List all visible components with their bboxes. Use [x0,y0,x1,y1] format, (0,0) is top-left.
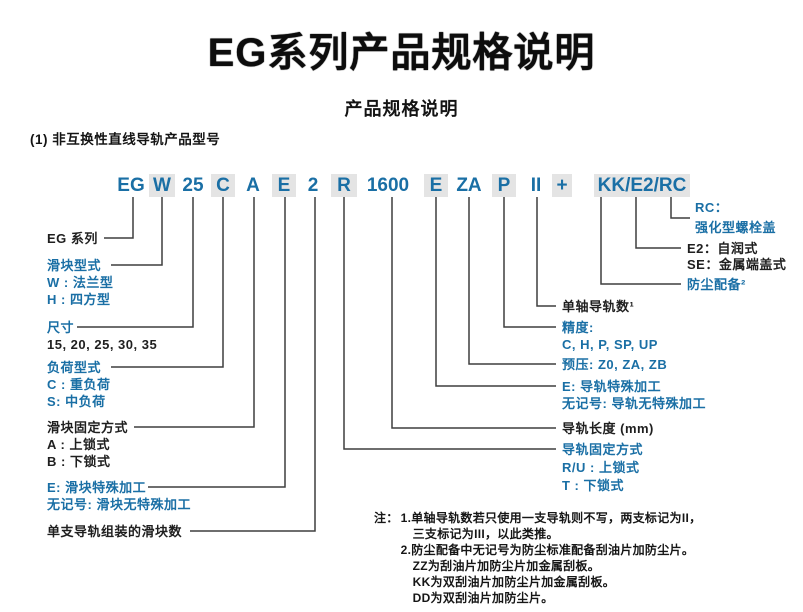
connector-rc [670,197,690,219]
label-size-title: 尺寸 [47,320,75,335]
label-e2: E2：自润式 [687,240,758,257]
connector-preload [468,197,556,365]
connector-series [104,197,134,239]
label-rail-machining-none: 无记号: 导轨无特殊加工 [562,396,706,411]
connector-block-machining [148,197,286,488]
label-block-fixing-a: A : 上锁式 [47,437,110,452]
label-precision: 精度: C, H, P, SP, UP [562,319,658,353]
label-rc-desc: 强化型螺栓盖 [695,220,777,235]
label-block-type-title: 滑块型式 [47,258,102,273]
model-segment-rail-length: 1600 [366,175,410,196]
model-segment-block-type: W [149,174,175,197]
label-block-fixing-b: B : 下锁式 [47,454,111,469]
label-dust-proof: 防尘配备² [687,276,746,293]
label-rail-machining: E: 导轨特殊加工 无记号: 导轨无特殊加工 [562,378,706,412]
model-segment-rail-fixing: R [331,174,357,197]
label-rail-fixing: 导轨固定方式 R/U : 上锁式 T : 下锁式 [562,441,643,495]
label-block-machining-none: 无记号: 滑块无特殊加工 [47,497,191,512]
model-segment-block-fixing: A [246,175,260,196]
label-rail-length-text: 导轨长度 (mm) [562,421,654,436]
label-rail-fixing-t: T : 下锁式 [562,478,624,493]
label-block-machining: E: 滑块特殊加工 无记号: 滑块无特殊加工 [47,479,191,513]
label-rails-per-axis-text: 单轴导轨数¹ [562,299,635,314]
connector-e2 [635,197,681,249]
subtitle: 产品规格说明 [344,99,459,119]
label-preload: 预压: Z0, ZA, ZB [562,356,667,373]
label-rail-fixing-ru: R/U : 上锁式 [562,460,640,475]
model-segment-rail-machining: E [424,174,448,197]
footnotes-label: 注： [374,511,399,525]
footnotes-lines: 1.单轴导轨数若只使用一支导轨则不写，两支标记为II， 三支标记为III，以此类… [401,510,702,606]
label-size: 尺寸 15, 20, 25, 30, 35 [47,319,157,353]
connector-block-fixing [134,197,255,428]
page-title: EG系列产品规格说明 [207,31,596,75]
model-segment-preload: ZA [456,175,482,196]
label-rail-length: 导轨长度 (mm) [562,420,654,437]
label-block-type: 滑块型式 W : 法兰型 H : 四方型 [47,257,113,308]
label-blocks-per-rail-text: 单支导轨组装的滑块数 [47,524,183,539]
footnote-line: KK为双刮油片加防尘片加金属刮板。 [412,575,616,589]
footnote-line: ZZ为刮油片加防尘片加金属刮板。 [412,559,601,573]
connector-dust-proof [600,197,681,285]
label-block-type-h: H : 四方型 [47,292,111,307]
label-load-type: 负荷型式 C : 重负荷 S: 中负荷 [47,359,110,410]
connector-precision [503,197,556,328]
connector-rail-length [391,197,556,429]
label-se-text: SE：金属端盖式 [687,257,787,272]
label-block-fixing: 滑块固定方式 A : 上锁式 B : 下锁式 [47,419,128,470]
model-segment-load-type: C [211,174,235,197]
footnote-line: 1.单轴导轨数若只使用一支导轨则不写，两支标记为II， [400,511,702,525]
label-rc: RC： 强化型螺栓盖 [695,198,776,238]
model-segment-plus: + [552,174,572,197]
label-series: EG 系列 [47,230,98,247]
footnote-line: DD为双刮油片加防尘片。 [412,591,554,605]
section-heading: (1) 非互换性直线导轨产品型号 [30,132,221,147]
connector-rail-count [536,197,556,307]
label-block-machining-e: E: 滑块特殊加工 [47,480,147,495]
label-preload-text: 预压: Z0, ZA, ZB [562,357,668,372]
connector-rail-fixing [343,197,556,450]
label-rails-per-axis: 单轴导轨数¹ [562,298,634,315]
model-segment-block-count: 2 [307,175,319,196]
connector-block-type [111,197,163,266]
label-precision-values: C, H, P, SP, UP [562,337,658,352]
model-segment-options: KK/E2/RC [594,174,690,197]
label-load-type-title: 负荷型式 [47,360,102,375]
connector-rail-machining [435,197,556,387]
connector-block-count [190,197,316,532]
label-precision-title: 精度: [562,320,594,335]
footnote-line: 2.防尘配备中无记号为防尘标准配备刮油片加防尘片。 [400,543,695,557]
label-blocks-per-rail: 单支导轨组装的滑块数 [47,523,182,540]
footnotes: 注： 1.单轴导轨数若只使用一支导轨则不写，两支标记为II， 三支标记为III，… [374,510,701,606]
label-load-type-c: C : 重负荷 [47,377,111,392]
model-segment-size: 25 [182,175,204,196]
footnote-line: 三支标记为III，以此类推。 [412,527,559,541]
label-load-type-s: S: 中负荷 [47,394,106,409]
label-size-values: 15, 20, 25, 30, 35 [47,337,158,352]
model-segment-block-machining: E [272,174,296,197]
label-rail-machining-e: E: 导轨特殊加工 [562,379,662,394]
label-block-fixing-title: 滑块固定方式 [47,420,129,435]
model-segment-series: EG [117,175,145,196]
label-e2-text: E2：自润式 [687,241,758,256]
label-series-text: EG 系列 [47,231,98,246]
label-rc-code: RC： [695,200,729,215]
label-rail-fixing-title: 导轨固定方式 [562,442,644,457]
label-dust-proof-text: 防尘配备² [687,277,746,292]
label-se: SE：金属端盖式 [687,256,786,273]
label-block-type-w: W : 法兰型 [47,275,114,290]
model-segment-precision: P [492,174,516,197]
model-segment-rail-count: II [530,175,542,196]
